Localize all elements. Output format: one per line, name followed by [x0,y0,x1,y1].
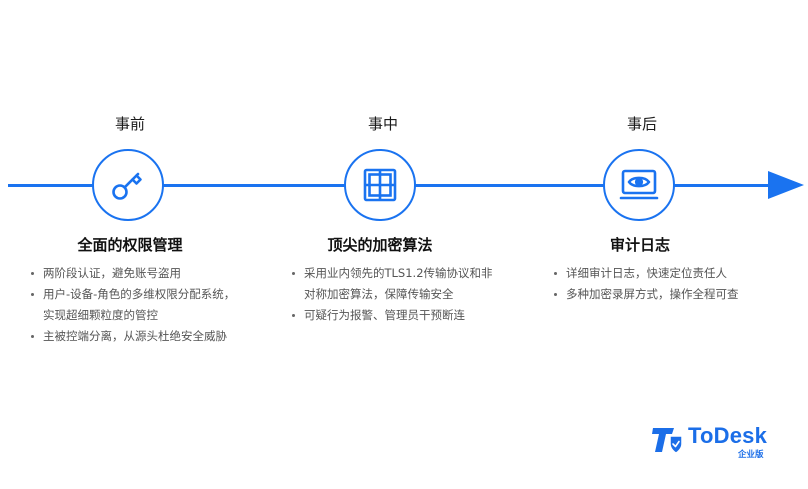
phase-label-after: 事后 [626,115,657,133]
section-title-before: 全面的权限管理 [77,236,183,254]
bullet-item: 详细审计日志，快速定位责任人 [552,263,739,284]
phase-label-during: 事中 [367,115,398,133]
phase-label-before: 事前 [114,115,145,133]
phase-node-before [92,149,164,221]
phase-node-during [344,149,416,221]
monitor-eye-icon [619,169,659,200]
brand-edition: 企业版 [738,450,764,460]
brand-logo: ToDesk 企业版 [652,423,772,460]
bullet-item: 两阶段认证，避免账号盗用 [29,263,235,284]
window-grid-icon [363,168,397,202]
todesk-logo-icon [652,428,683,454]
bullet-list-after: 详细审计日志，快速定位责任人 多种加密录屏方式，操作全程可查 [552,263,739,305]
bullet-item: 可疑行为报警、管理员干预断连 [290,305,493,326]
timeline-arrowhead [768,171,804,199]
brand-name: ToDesk [688,423,768,448]
bullet-item: 采用业内领先的TLS1.2传输协议和非 对称加密算法，保障传输安全 [290,263,493,305]
section-title-during: 顶尖的加密算法 [327,236,433,254]
bullet-item: 多种加密录屏方式，操作全程可查 [552,284,739,305]
bullet-item: 主被控端分离，从源头杜绝安全威胁 [29,326,235,347]
phase-node-after [603,149,675,221]
section-title-after: 审计日志 [609,236,670,254]
bullet-list-before: 两阶段认证，避免账号盗用 用户-设备-角色的多维权限分配系统， 实现超细颗粒度的… [29,263,235,347]
key-icon [112,172,142,200]
bullet-list-during: 采用业内领先的TLS1.2传输协议和非 对称加密算法，保障传输安全 可疑行为报警… [290,263,493,326]
bullet-item: 用户-设备-角色的多维权限分配系统， 实现超细颗粒度的管控 [29,284,235,326]
